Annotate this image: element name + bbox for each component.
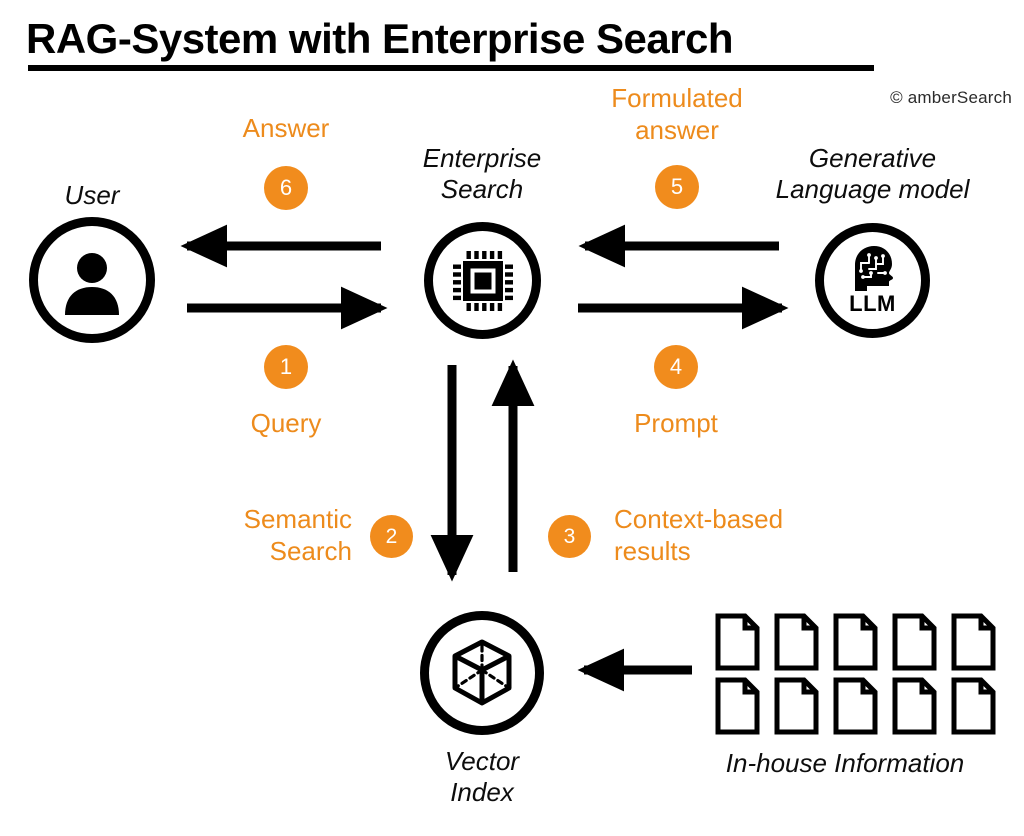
- document-icon: [715, 677, 760, 735]
- copyright-notice: © amberSearch: [890, 88, 1012, 107]
- step-badge-4: 4: [654, 345, 698, 389]
- node-label-llm-line1: Generative: [808, 143, 937, 173]
- document-icon: [774, 613, 819, 671]
- enterprise-search-node[interactable]: [424, 222, 541, 339]
- cube-icon: [452, 639, 512, 706]
- node-label-user: User: [64, 180, 120, 210]
- document-icon: [715, 613, 760, 671]
- in-house-information-docs[interactable]: [715, 613, 1009, 737]
- document-icon: [892, 613, 937, 671]
- step-badge-6: 6: [264, 166, 308, 210]
- step-label-prompt: Prompt: [634, 408, 718, 438]
- step-label-semantic-search: Semantic Search: [160, 503, 352, 567]
- node-label-vector-index-line2: Index: [450, 777, 514, 807]
- title-underline: [28, 65, 874, 71]
- document-icon: [951, 613, 996, 671]
- node-label-in-house-information: In-house Information: [725, 748, 965, 778]
- brain-head-icon: [854, 245, 893, 291]
- node-label-llm-line2: Language model: [775, 174, 970, 204]
- document-icon: [774, 677, 819, 735]
- document-icon: [892, 677, 937, 735]
- step-label-semantic-search-line2: Search: [269, 536, 352, 566]
- document-icon: [951, 677, 996, 735]
- node-label-enterprise-search: Enterprise Search: [392, 143, 572, 205]
- step-label-answer: Answer: [242, 113, 330, 143]
- node-label-vector-index-line1: Vector: [444, 746, 520, 776]
- step-label-context-based-results: Context-based results: [614, 503, 884, 567]
- step-label-formulated-answer: Formulated answer: [575, 82, 779, 146]
- step-badge-2: 2: [370, 515, 413, 558]
- step-badge-3: 3: [548, 515, 591, 558]
- step-label-semantic-search-line1: Semantic: [243, 504, 352, 534]
- llm-node[interactable]: LLM: [815, 223, 930, 338]
- step-label-context-based-results-line1: Context-based: [614, 504, 784, 534]
- step-label-query: Query: [250, 408, 322, 438]
- vector-index-node[interactable]: [420, 611, 544, 735]
- node-label-vector-index: Vector Index: [392, 746, 572, 808]
- step-badge-5: 5: [655, 165, 699, 209]
- step-label-formulated-answer-line2: answer: [635, 115, 719, 145]
- person-icon: [65, 253, 119, 315]
- step-badge-1: 1: [264, 345, 308, 389]
- llm-badge-text: LLM: [849, 290, 896, 316]
- user-node[interactable]: [29, 217, 155, 343]
- node-label-llm: Generative Language model: [730, 143, 1015, 205]
- document-icon: [833, 613, 878, 671]
- document-icon: [833, 677, 878, 735]
- node-label-enterprise-search-line1: Enterprise: [422, 143, 542, 173]
- cpu-chip-icon: [452, 250, 513, 311]
- step-label-context-based-results-line2: results: [614, 536, 691, 566]
- node-label-enterprise-search-line2: Search: [440, 174, 524, 204]
- step-label-formulated-answer-line1: Formulated: [611, 83, 743, 113]
- page-title: RAG-System with Enterprise Search: [26, 15, 734, 62]
